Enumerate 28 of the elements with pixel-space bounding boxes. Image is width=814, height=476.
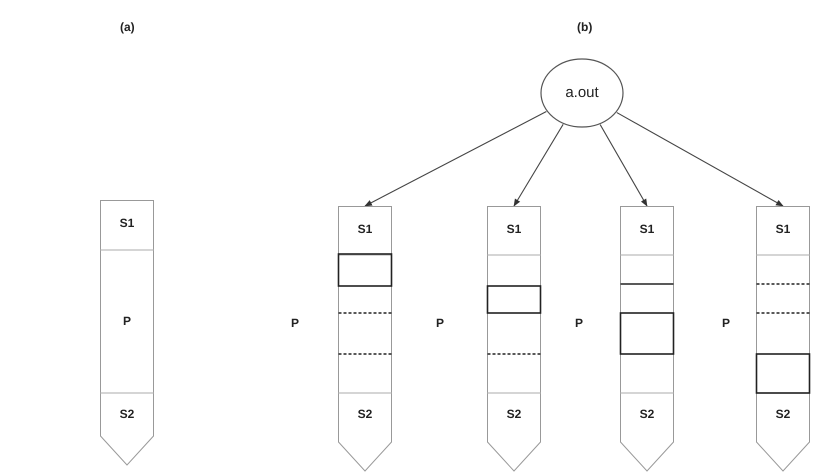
segment-label: P [123,314,131,328]
region-label: P [575,316,584,330]
panel-label: (b) [577,20,592,34]
program-ellipse [540,58,624,128]
arrow [616,112,784,206]
program-name: a.out [565,84,599,101]
segment-label: S2 [776,407,790,421]
memory-column [487,206,541,472]
segment-label: S1 [640,222,654,236]
panel-label: (a) [120,20,135,34]
arrow [364,111,547,206]
memory-column [756,206,810,472]
arrow [514,124,564,207]
segment-label: S1 [358,222,372,236]
segment-label: S1 [776,222,790,236]
memory-column [338,206,392,472]
segment-label: S2 [506,407,522,421]
segment-label: S2 [120,407,134,421]
memory-column [100,200,154,466]
region-label: P [722,316,730,330]
segment-label: S2 [640,407,654,421]
region-label: P [436,316,444,330]
memory-column [620,206,674,472]
segment-label: S2 [358,407,372,421]
arrow [600,124,648,207]
segment-label: S1 [120,216,134,230]
region-label: P [291,316,300,330]
segment-label: S1 [506,222,522,236]
